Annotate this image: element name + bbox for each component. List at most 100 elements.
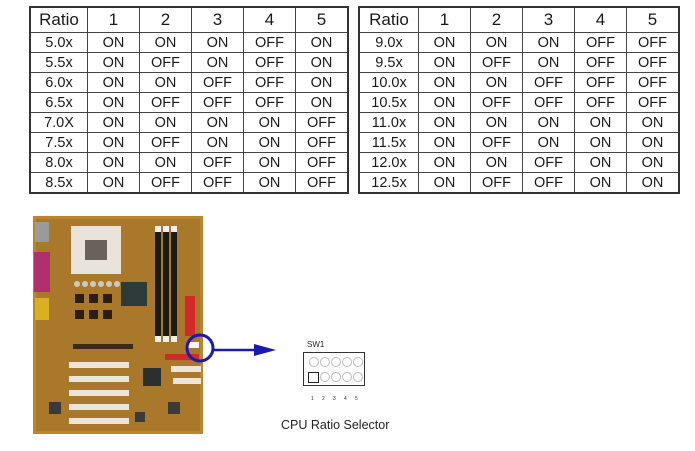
switch-state-cell: ON — [522, 112, 575, 133]
dimm-slot — [163, 230, 169, 340]
diagram-caption: CPU Ratio Selector — [281, 418, 390, 432]
ratio-cell: 9.5x — [358, 52, 419, 73]
pin-number: 5 — [355, 396, 358, 402]
highlight-circle — [185, 333, 215, 363]
switch-state-cell: ON — [139, 152, 192, 173]
switch-state-cell: OFF — [191, 172, 244, 194]
switch-state-cell: OFF — [574, 52, 627, 73]
motherboard-image — [33, 216, 203, 434]
switch-state-cell: ON — [191, 132, 244, 153]
switch-pin — [309, 357, 319, 367]
switch-state-cell: OFF — [470, 172, 523, 194]
serial-port — [35, 298, 49, 320]
ratio-cell: 10.5x — [358, 92, 419, 113]
switch-state-cell: OFF — [139, 52, 192, 73]
ratio-cell: 9.0x — [358, 32, 419, 53]
switch-state-cell: ON — [87, 112, 140, 133]
switch-state-cell: ON — [87, 132, 140, 153]
switch-state-cell: OFF — [191, 72, 244, 93]
switch-state-cell: ON — [243, 132, 296, 153]
switch-state-cell: OFF — [574, 72, 627, 93]
switch-state-cell: ON — [295, 92, 349, 113]
switch-state-cell: OFF — [139, 172, 192, 194]
switch-state-cell: ON — [87, 172, 140, 194]
io-port — [35, 222, 49, 242]
column-header-switch-5: 5 — [295, 6, 349, 33]
switch-state-cell: ON — [243, 112, 296, 133]
column-header-ratio: Ratio — [29, 6, 88, 33]
pin-number: 1 — [311, 396, 314, 402]
switch-state-cell: OFF — [139, 92, 192, 113]
pin-number: 4 — [344, 396, 347, 402]
switch-state-cell: ON — [418, 32, 471, 53]
dimm-slot — [171, 230, 177, 340]
ratio-cell: 5.0x — [29, 32, 88, 53]
switch-state-cell: OFF — [191, 92, 244, 113]
switch-state-cell: ON — [574, 172, 627, 194]
switch-state-cell: ON — [418, 52, 471, 73]
switch-state-cell: ON — [522, 32, 575, 53]
column-header-switch-2: 2 — [470, 6, 523, 33]
switch-state-cell: ON — [87, 152, 140, 173]
arrow-head-icon — [254, 344, 276, 356]
pin-number: 2 — [322, 396, 325, 402]
switch-state-cell: OFF — [626, 92, 680, 113]
ratio-cell: 7.0X — [29, 112, 88, 133]
switch-state-cell: ON — [626, 172, 680, 194]
switch-label: SW1 — [307, 340, 325, 349]
switch-state-cell: ON — [295, 72, 349, 93]
switch-pin — [353, 357, 363, 367]
ratio-cell: 7.5x — [29, 132, 88, 153]
parallel-port — [34, 252, 50, 292]
switch-state-cell: ON — [418, 92, 471, 113]
switch-state-cell: OFF — [295, 152, 349, 173]
switch-state-cell: OFF — [139, 132, 192, 153]
switch-state-cell: ON — [470, 72, 523, 93]
switch-state-cell: OFF — [574, 92, 627, 113]
switch-state-cell: ON — [191, 52, 244, 73]
ide-connector — [185, 296, 195, 336]
switch-state-cell: ON — [574, 112, 627, 133]
switch-state-cell: ON — [191, 112, 244, 133]
switch-pin — [331, 372, 341, 382]
switch-state-cell: OFF — [626, 72, 680, 93]
switch-state-cell: ON — [243, 172, 296, 194]
ratio-cell: 6.0x — [29, 72, 88, 93]
switch-state-cell: OFF — [295, 132, 349, 153]
switch-state-cell: ON — [418, 152, 471, 173]
switch-state-cell: ON — [470, 152, 523, 173]
switch-pin — [320, 357, 330, 367]
ratio-cell: 12.5x — [358, 172, 419, 194]
switch-state-cell: ON — [418, 172, 471, 194]
switch-state-cell: OFF — [470, 92, 523, 113]
switch-state-cell: ON — [87, 92, 140, 113]
column-header-switch-4: 4 — [243, 6, 296, 33]
switch-state-cell: ON — [139, 32, 192, 53]
switch-state-cell: ON — [470, 112, 523, 133]
switch-state-cell: ON — [295, 52, 349, 73]
switch-state-cell: ON — [243, 152, 296, 173]
switch-state-cell: ON — [574, 152, 627, 173]
ratio-cell: 11.5x — [358, 132, 419, 153]
ratio-cell: 5.5x — [29, 52, 88, 73]
switch-state-cell: ON — [470, 32, 523, 53]
dimm-slot — [155, 230, 161, 340]
switch-state-cell: ON — [626, 112, 680, 133]
pci-slots — [69, 362, 201, 424]
column-header-switch-3: 3 — [191, 6, 244, 33]
switch-state-cell: ON — [626, 132, 680, 153]
switch-state-cell: ON — [295, 32, 349, 53]
switch-state-cell: ON — [87, 52, 140, 73]
